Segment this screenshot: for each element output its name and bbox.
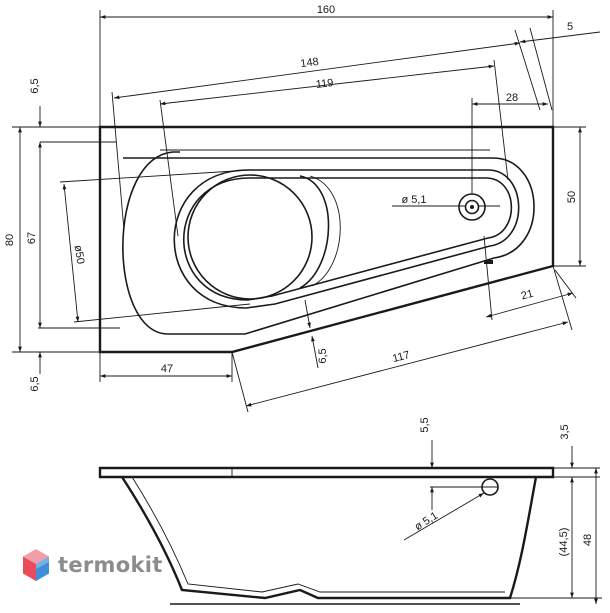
drain-center <box>470 205 474 209</box>
dim-line-21 <box>485 292 574 318</box>
cube-icon <box>23 549 49 581</box>
ext-line <box>111 91 125 231</box>
dim-overall-length: 160 <box>317 4 335 16</box>
dim-drain-offset: 28 <box>506 92 518 104</box>
ext-line <box>159 99 179 237</box>
brand-name: termokit <box>58 553 163 577</box>
round-basin <box>187 174 313 300</box>
tub-body-side <box>120 476 538 600</box>
dim-inner-width: 67 <box>26 232 38 244</box>
drain-inner <box>464 199 480 215</box>
side-view: 5,5 ø 5,1 3,5 (44,5) 48 <box>98 417 602 605</box>
dim-line-117 <box>245 321 569 407</box>
ext-line <box>493 59 509 181</box>
bowl-inner-outline <box>182 177 513 301</box>
bowl-outline <box>173 169 520 309</box>
ext-line <box>514 29 541 111</box>
dim-slanted-length: 117 <box>391 349 411 365</box>
tub-rim-outline <box>122 151 535 335</box>
dim-corner-offset: 5 <box>567 21 573 33</box>
overflow-mark <box>484 260 493 264</box>
dim-line-o5-1-side <box>403 492 485 541</box>
ext-line <box>59 169 251 183</box>
tub-body-inner <box>131 476 505 593</box>
ext-line <box>529 27 553 111</box>
brand-logo: termokit <box>22 548 163 582</box>
dim-line-o50 <box>62 183 80 323</box>
dim-overall-height: 48 <box>582 534 594 546</box>
dim-inner-depth: (44,5) <box>558 528 570 557</box>
dim-overall-width: 80 <box>4 234 16 246</box>
tub-outline-top <box>98 125 555 354</box>
backrest-curve-2 <box>309 175 341 287</box>
dim-right-chamfer: 21 <box>520 288 535 303</box>
dim-drain-diameter: ø 5,1 <box>401 194 426 206</box>
ext-line <box>554 269 577 299</box>
tub-rim-side <box>98 466 555 479</box>
ext-line <box>552 265 573 331</box>
dim-bowl-diameter: ø50 <box>72 244 87 264</box>
dim-bowl-length: 119 <box>315 77 334 91</box>
ext-line <box>483 235 493 321</box>
backrest-curve <box>299 175 330 289</box>
dim-right-edge-height: 50 <box>566 191 578 203</box>
dim-line-119 <box>159 64 495 106</box>
ext-line <box>231 351 249 413</box>
dim-inner-step: 6,5 <box>317 348 329 363</box>
dim-rim-bottom: 6,5 <box>29 376 41 391</box>
dim-inner-length: 148 <box>300 56 320 70</box>
dim-left-bottom-width: 47 <box>161 363 173 375</box>
dim-rim-top: 6,5 <box>29 78 41 93</box>
dim-drain-diameter-side: ø 5,1 <box>413 510 441 533</box>
dim-drain-depth: 5,5 <box>419 417 431 432</box>
top-view: 160 5 148 119 28 6,5 80 67 <box>4 4 601 413</box>
ext-line <box>73 303 251 323</box>
dim-rim-thickness: 3,5 <box>559 424 571 439</box>
